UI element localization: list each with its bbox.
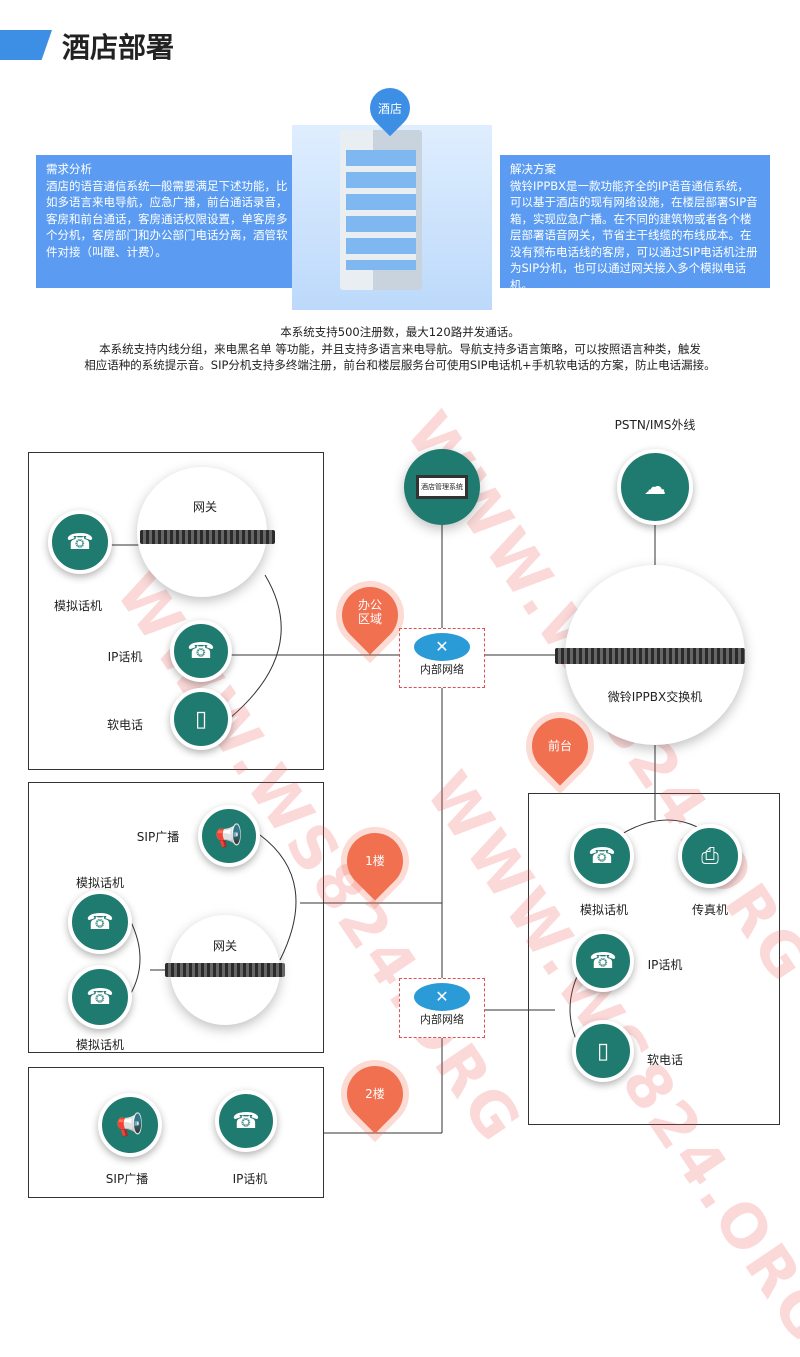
watermark: WWW.WS824.ORG bbox=[392, 400, 800, 997]
sip-broadcast-label: SIP广播 bbox=[136, 830, 180, 844]
fax-icon[interactable]: ⎙ bbox=[678, 824, 742, 888]
title-accent bbox=[0, 30, 52, 60]
solution-heading: 解决方案 bbox=[510, 162, 556, 176]
page-title: 酒店部署 bbox=[62, 31, 175, 64]
intro-text: 本系统支持500注册数，最大120路并发通话。 本系统支持内线分组，来电黑名单 … bbox=[0, 324, 800, 374]
gateway-label: 网关 bbox=[192, 500, 218, 514]
hotel-management-system-node[interactable]: 酒店管理系统 bbox=[404, 449, 480, 525]
router-label: 内部网络 bbox=[420, 1013, 464, 1026]
softphone-icon[interactable]: ▯ bbox=[572, 1020, 634, 1082]
megaphone-icon[interactable]: 📢 bbox=[198, 805, 260, 867]
fax-label: 传真机 bbox=[691, 903, 729, 917]
ip-phone-label: IP话机 bbox=[232, 1172, 268, 1186]
pstn-label: PSTN/IMS外线 bbox=[614, 418, 696, 432]
needs-text: 酒店的语音通信系统一般需要满足下述功能，比如多语言来电导航，应急广播，前台通话录… bbox=[46, 178, 288, 259]
building-icon bbox=[340, 130, 422, 290]
intro-line: 本系统支持内线分组，来电黑名单 等功能，并且支持多语言来电导航。导航支持多语言策… bbox=[99, 341, 701, 356]
solution-text: 微铃IPPBX是一款功能齐全的IP语音通信系统，可以基于酒店的现有网络设施，在楼… bbox=[510, 178, 758, 292]
megaphone-icon[interactable]: 📢 bbox=[98, 1093, 162, 1157]
gateway-device bbox=[165, 963, 285, 977]
softphone-label: 软电话 bbox=[106, 718, 144, 732]
pin-floor2: 2楼 bbox=[365, 1087, 385, 1101]
pin-front: 前台 bbox=[547, 739, 572, 753]
needs-panel: 需求分析 酒店的语音通信系统一般需要满足下述功能，比如多语言来电导航，应急广播，… bbox=[36, 155, 302, 288]
softphone-label: 软电话 bbox=[646, 1053, 684, 1067]
gateway-label: 网关 bbox=[212, 939, 238, 953]
internal-network-router[interactable]: ✕ 内部网络 bbox=[399, 978, 485, 1038]
ip-phone-icon[interactable]: ☎ bbox=[572, 930, 634, 992]
analog-phone-icon[interactable]: ☎ bbox=[68, 890, 132, 954]
solution-panel: 解决方案 微铃IPPBX是一款功能齐全的IP语音通信系统，可以基于酒店的现有网络… bbox=[500, 155, 770, 292]
ip-phone-icon[interactable]: ☎ bbox=[170, 620, 232, 682]
analog-phone-label: 模拟话机 bbox=[75, 1038, 125, 1052]
cloud-icon[interactable]: ☁ bbox=[617, 449, 693, 525]
ip-phone-icon[interactable]: ☎ bbox=[215, 1090, 277, 1152]
hms-label: 酒店管理系统 bbox=[416, 475, 468, 499]
analog-phone-label: 模拟话机 bbox=[75, 876, 125, 890]
gateway-device bbox=[140, 530, 275, 544]
hotel-sign: 酒店 bbox=[377, 102, 402, 116]
softphone-icon[interactable]: ▯ bbox=[170, 688, 232, 750]
ippbx-label: 微铃IPPBX交换机 bbox=[607, 690, 703, 704]
analog-phone-label: 模拟话机 bbox=[579, 903, 629, 917]
analog-phone-label: 模拟话机 bbox=[53, 599, 103, 613]
router-label: 内部网络 bbox=[420, 663, 464, 676]
pin-office: 办公 区域 bbox=[357, 598, 382, 626]
intro-line: 本系统支持500注册数，最大120路并发通话。 bbox=[280, 325, 520, 339]
watermark: WWW.WS824.ORG bbox=[412, 760, 800, 1357]
needs-heading: 需求分析 bbox=[46, 162, 92, 176]
ip-phone-label: IP话机 bbox=[107, 650, 143, 664]
analog-phone-icon[interactable]: ☎ bbox=[68, 965, 132, 1029]
analog-phone-icon[interactable]: ☎ bbox=[48, 510, 112, 574]
pin-floor1: 1楼 bbox=[365, 854, 385, 868]
intro-line: 相应语种的系统提示音。SIP分机支持多终端注册，前台和楼层服务台可使用SIP电话… bbox=[84, 358, 716, 372]
ippbx-device bbox=[555, 648, 745, 664]
analog-phone-icon[interactable]: ☎ bbox=[570, 824, 634, 888]
ip-phone-label: IP话机 bbox=[647, 958, 683, 972]
sip-broadcast-label: SIP广播 bbox=[105, 1172, 149, 1186]
router-icon: ✕ bbox=[414, 633, 470, 661]
internal-network-router[interactable]: ✕ 内部网络 bbox=[399, 628, 485, 688]
router-icon: ✕ bbox=[414, 983, 470, 1011]
